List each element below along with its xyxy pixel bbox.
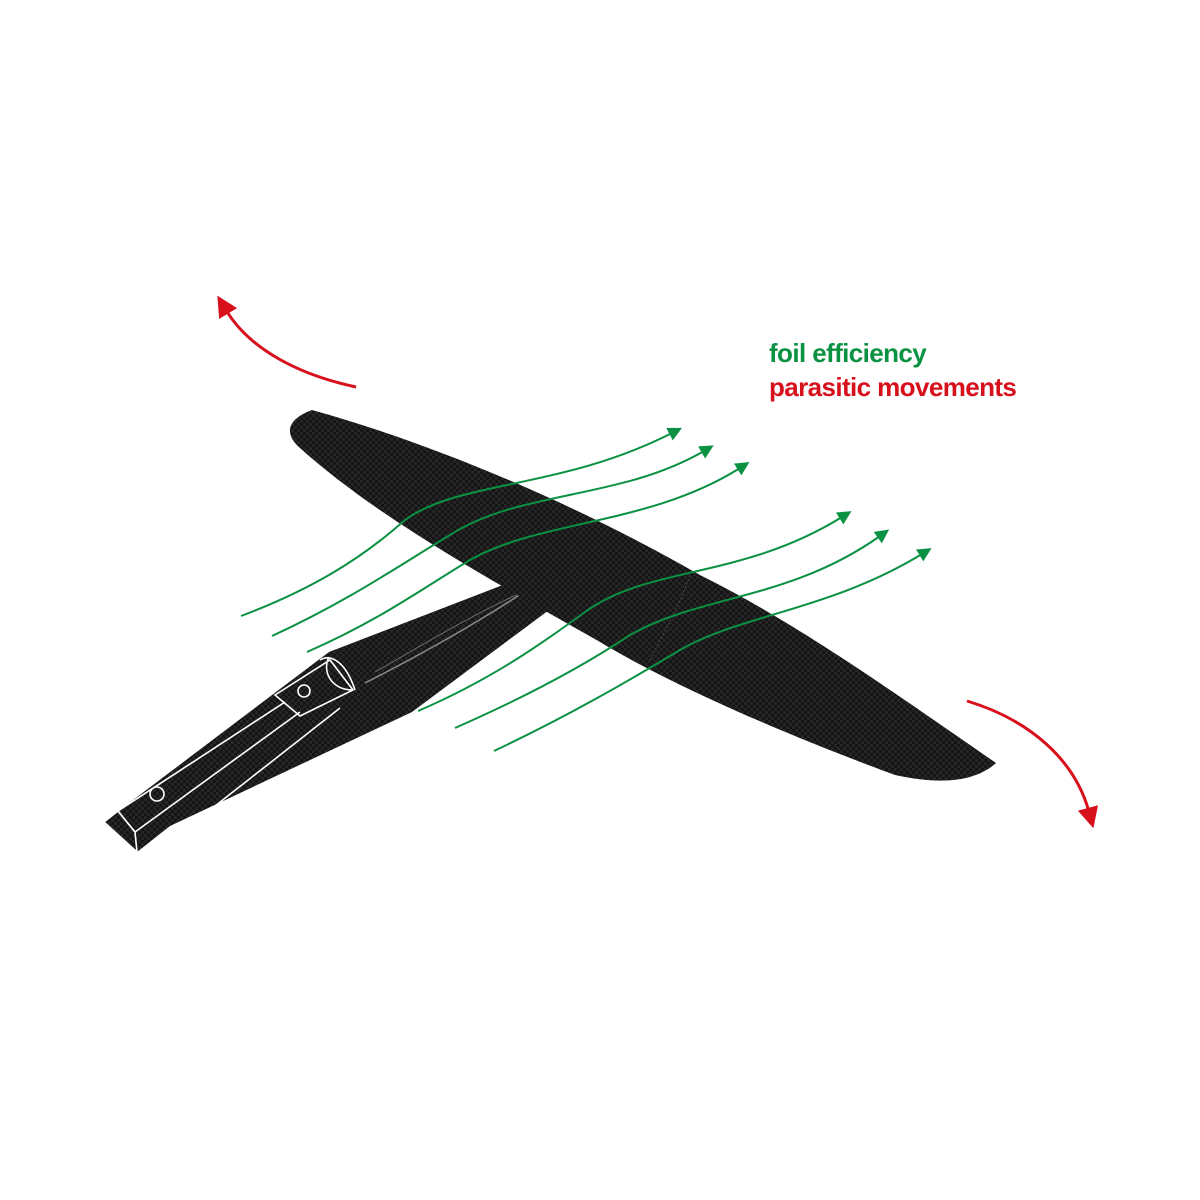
curved-arrow-bottom-right: [966, 699, 1099, 829]
flow-lines: [240, 427, 932, 752]
flow-line: [493, 548, 932, 752]
flow-line: [454, 529, 890, 729]
flow-line: [417, 511, 852, 712]
legend-efficiency: foil efficiency: [769, 338, 927, 368]
flow-line: [306, 462, 750, 653]
legend-parasitic: parasitic movements: [769, 372, 1017, 402]
legend: foil efficiency parasitic movements: [769, 336, 1017, 404]
front-wing: [289, 410, 996, 781]
curved-arrow-top-left: [217, 295, 357, 389]
parasitic-arrows: [217, 295, 1099, 829]
screw-hole: [297, 684, 311, 698]
flow-line: [240, 427, 682, 617]
flow-line: [271, 445, 714, 637]
screw-hole: [149, 786, 165, 802]
